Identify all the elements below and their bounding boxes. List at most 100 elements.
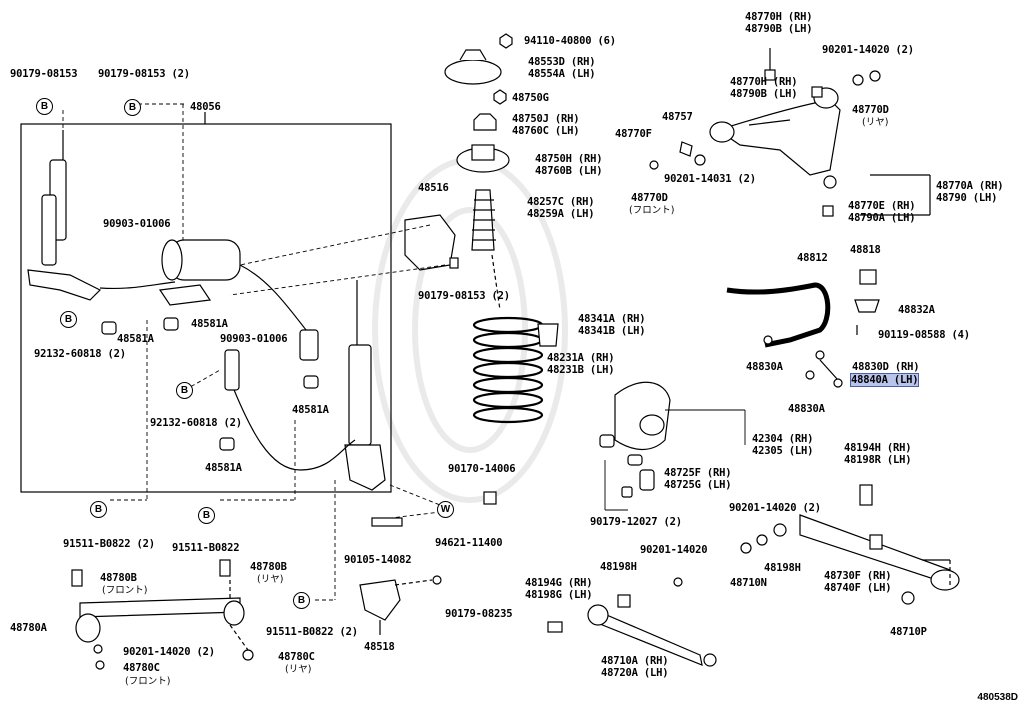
part-94621[interactable]: 94621-11400: [435, 537, 503, 549]
part-48770h-top[interactable]: 48770H (RH) 48790B (LH): [745, 11, 813, 35]
ref-bubble-b[interactable]: B: [90, 501, 107, 518]
part-48194h[interactable]: 48194H (RH) 48198R (LH): [844, 442, 912, 466]
part-92132-b[interactable]: 92132-60818 (2): [150, 417, 242, 429]
ref-bubble-b[interactable]: B: [198, 507, 215, 524]
part-91511-b[interactable]: 91511-B0822: [172, 542, 240, 554]
part-48780b-rear[interactable]: 48780B: [250, 561, 287, 573]
note-front-3: (フロント): [629, 205, 675, 216]
part-48770d-front[interactable]: 48770D: [631, 192, 668, 204]
part-90179-08153-c[interactable]: 90179-08153 (2): [418, 290, 510, 302]
part-48056[interactable]: 48056: [190, 101, 221, 113]
part-48194g[interactable]: 48194G (RH) 48198G (LH): [525, 577, 593, 601]
upper-mount-stack: [444, 33, 513, 251]
part-90179-08153-a[interactable]: 90179-08153: [10, 68, 78, 80]
part-48553d[interactable]: 48553D (RH) 48554A (LH): [528, 56, 596, 80]
part-90201-14031[interactable]: 90201-14031 (2): [664, 173, 756, 185]
nut-90170: [483, 491, 497, 505]
diagram-code: 480538D: [977, 692, 1018, 703]
part-48341a[interactable]: 48341A (RH) 48341B (LH): [578, 313, 646, 337]
lower-rear-arm: [740, 484, 960, 605]
note-rear-3: (リヤ): [862, 117, 889, 128]
ref-bubble-b[interactable]: B: [36, 98, 53, 115]
ref-bubble-b[interactable]: B: [176, 382, 193, 399]
part-90903-a[interactable]: 90903-01006: [103, 218, 171, 230]
active-damper-unit: [99, 239, 311, 336]
part-90179-08235[interactable]: 90179-08235: [445, 608, 513, 620]
part-48257c[interactable]: 48257C (RH) 48259A (LH): [527, 196, 595, 220]
part-48750j[interactable]: 48750J (RH) 48760C (LH): [512, 113, 580, 137]
ref-bubble-w[interactable]: W: [437, 501, 454, 518]
part-90179-12027[interactable]: 90179-12027 (2): [590, 516, 682, 528]
note-rear-1: (リヤ): [257, 574, 284, 585]
coil-spring: [472, 316, 544, 424]
part-90201-a[interactable]: 90201-14020 (2): [123, 646, 215, 658]
stabilizer-bushing: [763, 269, 880, 388]
part-48581a-4[interactable]: 48581A: [205, 462, 242, 474]
lower-link-middle: [547, 577, 717, 667]
left-shock-absorber: [27, 130, 102, 301]
part-48770h-mid[interactable]: 48770H (RH) 48790B (LH): [730, 76, 798, 100]
part-48780c-rear[interactable]: 48780C: [278, 651, 315, 663]
part-48770f[interactable]: 48770F: [615, 128, 652, 140]
part-90105[interactable]: 90105-14082: [344, 554, 412, 566]
part-48812[interactable]: 48812: [797, 252, 828, 264]
rear-shock-absorber: [229, 280, 386, 491]
part-48516[interactable]: 48516: [418, 182, 449, 194]
part-90119[interactable]: 90119-08588 (4): [878, 329, 970, 341]
part-48818[interactable]: 48818: [850, 244, 881, 256]
part-91511-a[interactable]: 91511-B0822 (2): [63, 538, 155, 550]
stabilizer-bar: [726, 282, 831, 348]
part-90170[interactable]: 90170-14006: [448, 463, 516, 475]
note-front-1: (フロント): [102, 585, 148, 596]
subassembly-frame: [20, 123, 392, 493]
ref-bubble-b[interactable]: B: [60, 311, 77, 328]
ref-bubble-b[interactable]: B: [293, 592, 310, 609]
part-48581a-3[interactable]: 48581A: [292, 404, 329, 416]
part-48780b-front[interactable]: 48780B: [100, 572, 137, 584]
part-48518[interactable]: 48518: [364, 641, 395, 653]
part-48780a[interactable]: 48780A: [10, 622, 47, 634]
part-48725f[interactable]: 48725F (RH) 48725G (LH): [664, 467, 732, 491]
part-48840a-highlighted[interactable]: 48840A (LH): [849, 373, 920, 387]
part-90201-14020-b[interactable]: 90201-14020 (2): [729, 502, 821, 514]
part-48750g[interactable]: 48750G: [512, 92, 549, 104]
part-48198h-right[interactable]: 48198H: [764, 562, 801, 574]
part-48830d[interactable]: 48830D (RH): [852, 361, 920, 373]
part-48198h-mid[interactable]: 48198H: [600, 561, 637, 573]
bump-stop: [537, 323, 559, 347]
part-48750h[interactable]: 48750H (RH) 48760B (LH): [535, 153, 603, 177]
upper-control-arm: [649, 48, 931, 217]
part-48830a-1[interactable]: 48830A: [746, 361, 783, 373]
note-rear-2: (リヤ): [285, 664, 312, 675]
part-94110[interactable]: 94110-40800 (6): [524, 35, 616, 47]
lower-link-left: [71, 559, 254, 670]
part-48757[interactable]: 48757: [662, 111, 693, 123]
note-front-2: (フロント): [125, 676, 171, 687]
bracket-48518: [359, 575, 442, 635]
part-90201-14020-top[interactable]: 90201-14020 (2): [822, 44, 914, 56]
part-48231a[interactable]: 48231A (RH) 48231B (LH): [547, 352, 615, 376]
bolt-90105: [371, 517, 403, 527]
part-48770e[interactable]: 48770E (RH) 48790A (LH): [848, 200, 916, 224]
part-48581a-2[interactable]: 48581A: [117, 333, 154, 345]
part-42304[interactable]: 42304 (RH) 42305 (LH): [752, 433, 814, 457]
part-92132-a[interactable]: 92132-60818 (2): [34, 348, 126, 360]
part-48770a[interactable]: 48770A (RH) 48790 (LH): [936, 180, 1004, 204]
part-48710a[interactable]: 48710A (RH) 48720A (LH): [601, 655, 669, 679]
part-48710n[interactable]: 48710N: [730, 577, 767, 589]
part-90201-14020-c[interactable]: 90201-14020: [640, 544, 708, 556]
part-90903-b[interactable]: 90903-01006: [220, 333, 288, 345]
part-48832a[interactable]: 48832A: [898, 304, 935, 316]
part-90179-08153-b[interactable]: 90179-08153 (2): [98, 68, 190, 80]
rear-axle-carrier: [599, 381, 671, 498]
part-48730f[interactable]: 48730F (RH) 48740F (LH): [824, 570, 892, 594]
part-48830a-2[interactable]: 48830A: [788, 403, 825, 415]
part-48780c-front[interactable]: 48780C: [123, 662, 160, 674]
part-91511-c[interactable]: 91511-B0822 (2): [266, 626, 358, 638]
part-48581a-1[interactable]: 48581A: [191, 318, 228, 330]
ref-bubble-b[interactable]: B: [124, 99, 141, 116]
part-48770d-rear[interactable]: 48770D: [852, 104, 889, 116]
part-48710p[interactable]: 48710P: [890, 626, 927, 638]
